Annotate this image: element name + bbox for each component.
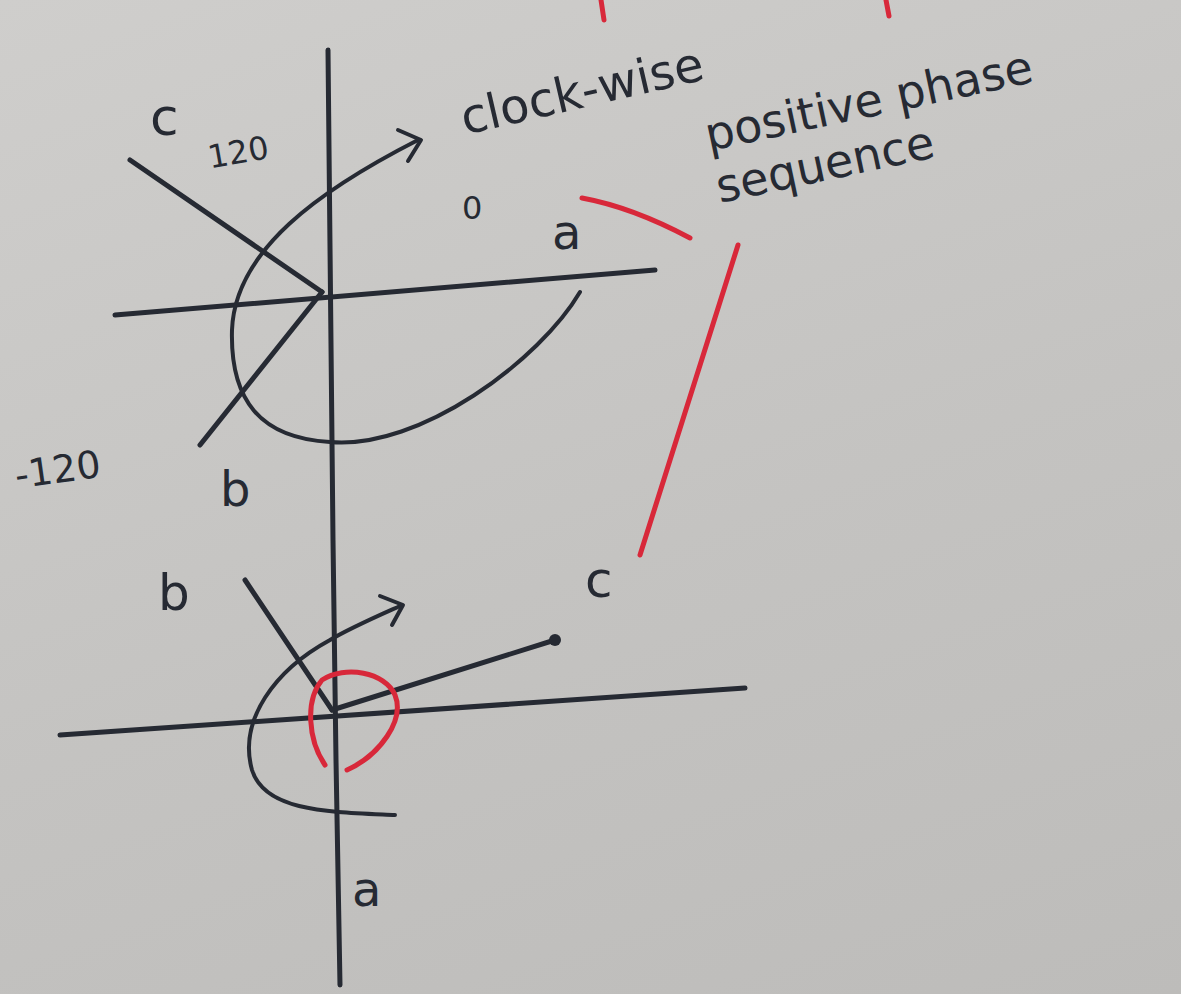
arrow-head [380,596,403,625]
phase-label: c [150,88,179,148]
red-tick [886,0,889,16]
phase-label: c [585,552,613,610]
phase-label: 0 [462,190,482,227]
phase-label: b [220,462,250,517]
phase-label: -120 [12,443,103,498]
arrow-head [398,130,421,161]
rotation-arc [249,606,400,815]
red-tick [601,0,604,20]
phase-label: b [158,565,190,623]
phase-label: a [352,862,381,917]
horizontal-axis [60,688,745,735]
phasor-tip [549,634,561,646]
phase-label: a [552,205,581,260]
red-leader [582,198,690,238]
red-leader [640,245,738,555]
phase-label: clock-wise [455,36,709,146]
phasor-b [200,292,322,445]
red-loop [311,672,398,770]
phasor-c [130,160,322,292]
phase-label: positive phase sequence [700,21,1143,214]
horizontal-axis [115,270,655,315]
phase-label: 120 [205,129,272,176]
rotation-arc [232,140,580,442]
